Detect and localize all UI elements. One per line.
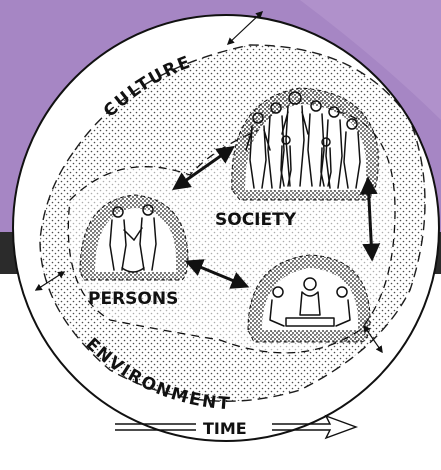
double-arrow-icon	[34, 271, 66, 291]
time-arrow-icon	[115, 414, 359, 440]
double-arrow-icon	[363, 324, 383, 354]
persons-interior	[95, 208, 176, 272]
time-label: TIME	[203, 419, 247, 438]
society-label: SOCIETY	[215, 210, 297, 230]
people-group-icon	[245, 91, 361, 189]
double-arrow-icon	[184, 259, 250, 289]
persons-label: PERSONS	[88, 289, 178, 309]
seated-group-icon	[269, 277, 351, 327]
double-arrow-icon	[172, 145, 235, 191]
seated-interior	[262, 268, 358, 330]
double-arrow-icon	[359, 176, 381, 262]
banner-stripe	[300, 0, 441, 120]
society-group-interior	[245, 104, 366, 190]
double-arrow-icon	[226, 11, 264, 45]
person-pair-icon	[109, 204, 157, 273]
